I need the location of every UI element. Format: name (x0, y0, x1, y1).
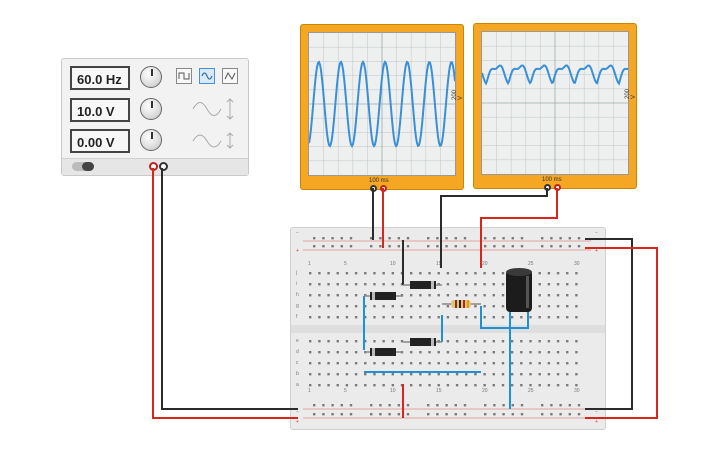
amplitude-knob[interactable] (140, 98, 162, 120)
column-number: 30 (574, 261, 580, 267)
column-number: 10 (390, 388, 396, 394)
oscilloscope-2-screen (481, 31, 629, 175)
amplitude-symbol-icon (192, 98, 234, 120)
wire-red-rail-right[interactable] (585, 247, 658, 419)
square-wave-icon (178, 72, 190, 80)
row-letter: i (296, 281, 298, 287)
rail-plus-bottom: + (296, 419, 299, 425)
resistor[interactable] (442, 300, 481, 308)
oscilloscope-1-screen (308, 32, 456, 176)
wire-red-scope2[interactable] (480, 188, 558, 268)
column-number: 5 (344, 261, 347, 267)
column-number: 30 (574, 388, 580, 394)
row-letter: d (296, 349, 299, 355)
row-letter: b (296, 371, 299, 377)
frequency-display[interactable]: 60.0 Hz (70, 66, 130, 90)
wire-black-generator[interactable] (161, 168, 298, 410)
row-letter: g (296, 303, 299, 309)
frequency-knob[interactable] (140, 66, 162, 88)
amplitude-display[interactable]: 10.0 V (70, 98, 130, 122)
negative-terminal[interactable] (159, 162, 168, 171)
rail-plus-top-right: + (595, 248, 598, 254)
row-letter: h (296, 292, 299, 298)
diode-d3[interactable] (403, 338, 442, 346)
wire-red-generator[interactable] (152, 168, 298, 419)
dc-offset-knob[interactable] (140, 129, 162, 151)
oscilloscope-2-trace (481, 32, 629, 174)
column-number: 20 (482, 388, 488, 394)
column-number: 25 (528, 388, 534, 394)
rail-minus-bottom: − (296, 409, 299, 415)
dc-offset-display[interactable]: 0.00 V (70, 129, 130, 153)
diode-d1[interactable] (403, 281, 442, 289)
power-switch[interactable] (72, 162, 94, 171)
offset-symbol-icon (192, 132, 234, 149)
row-letter: c (296, 360, 299, 366)
rail-plus-bottom-right: + (595, 419, 598, 425)
rail-minus-bottom-right: − (595, 409, 598, 415)
column-number: 15 (436, 261, 442, 267)
column-number: 1 (308, 388, 311, 394)
diode-d4[interactable] (364, 348, 403, 356)
column-number: 5 (344, 388, 347, 394)
wire-black-scope2[interactable] (440, 188, 548, 268)
column-number: 10 (390, 261, 396, 267)
breadboard-holes (291, 237, 605, 419)
column-number: 25 (528, 261, 534, 267)
triangle-wave-button[interactable] (222, 68, 238, 84)
oscilloscope-2[interactable]: 100 ms 200 V (473, 23, 637, 191)
triangle-wave-icon (224, 72, 236, 80)
row-letter: a (296, 382, 299, 388)
square-wave-button[interactable] (176, 68, 192, 84)
column-number: 20 (482, 261, 488, 267)
wire-blue-cap[interactable] (480, 306, 529, 329)
sine-wave-button[interactable] (199, 68, 215, 84)
oscilloscope-2-time-label: 100 ms (542, 177, 562, 183)
row-letter: e (296, 338, 299, 344)
function-generator[interactable]: 60.0 Hz 10.0 V 0.00 V (61, 58, 249, 176)
oscilloscope-1[interactable]: 100 ms 200 V (300, 24, 464, 192)
row-letter: j (296, 270, 298, 276)
row-letter: f (296, 314, 298, 320)
diode-d2[interactable] (364, 292, 403, 300)
rail-plus-top: + (296, 248, 299, 254)
oscilloscope-1-time-label: 100 ms (369, 178, 389, 184)
rail-minus-top: − (296, 230, 299, 236)
breadboard[interactable]: − + − + − + − + 1 5 10 15 20 25 30 1 5 1… (290, 227, 606, 430)
sine-wave-icon (201, 72, 213, 80)
column-number: 15 (436, 388, 442, 394)
wire-black-rail-right[interactable] (585, 238, 633, 410)
rail-minus-top-right: − (595, 230, 598, 236)
column-number: 1 (308, 261, 311, 267)
power-switch-knob (82, 162, 94, 171)
electrolytic-capacitor[interactable] (506, 268, 532, 312)
oscilloscope-1-trace (308, 33, 456, 175)
